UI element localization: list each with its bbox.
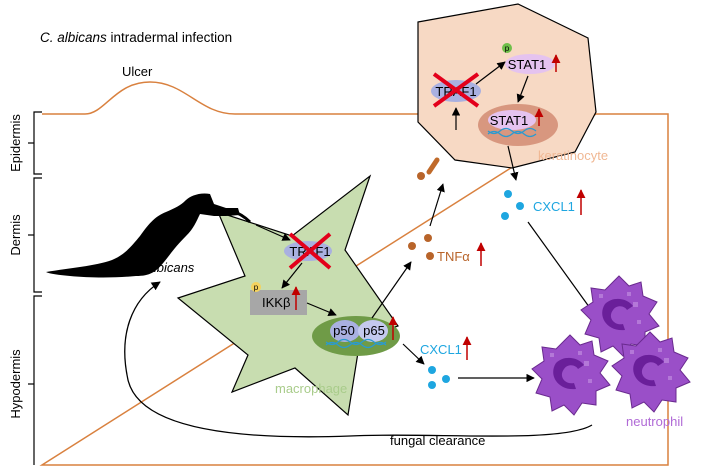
cxcl1-lower-dots [428,366,450,389]
macrophage-dna-icon [325,341,387,349]
neutrophil-cell-top [580,275,660,357]
svg-text:p: p [254,283,259,292]
tnf-receptor-icon [426,157,440,175]
stat1-nuclear-label: STAT1 [490,113,529,128]
arrow-tnf-to-keratinocyte [429,183,445,227]
stat1-nuclear-blob [488,110,536,130]
p50-blob [330,320,360,342]
keratinocyte-label: keratinocyte [538,148,608,163]
tnf-label: TNFα [437,249,470,264]
ulcer-label: Ulcer [122,64,153,79]
stat1-phospho-icon [502,43,512,53]
epidermis-bracket [33,111,42,175]
diagram-title: C. albicans intradermal infection [40,30,232,45]
arrow-stat1-to-nucleus [516,75,529,103]
svg-text:p: p [505,44,510,53]
candida-hyphae-icon [46,193,240,278]
cxcl1-upper-dots [501,190,524,220]
ikkb-label: IKKβ [262,295,290,310]
cxcl1-upper-label: CXCL1 [533,199,575,214]
p50-label: p50 [333,323,355,338]
macrophage-label: macrophage [275,381,347,396]
arrow-traf1-to-stat1 [475,61,506,85]
neutrophil-cell-left [531,334,611,416]
neutrophil-cluster [531,275,691,416]
arrow-traf1-to-ikkb [281,262,303,289]
skin-surface-outline [39,81,669,466]
dermis-label: Dermis [8,214,23,256]
tnf-dots [408,234,434,260]
neutrophil-label: neutrophil [626,414,683,429]
neutrophil-cell-right [611,331,691,413]
arrow-ikkb-to-nfkb [306,302,337,316]
candida-label: C. albicans [130,260,195,275]
ikkb-phospho-icon [251,282,261,292]
stat1-cytoplasm-label: STAT1 [508,57,547,72]
arrow-fungus-to-traf1 [255,224,291,241]
hypodermis-label: Hypodermis [8,349,23,419]
fungal-clearance-label: fungal clearance [390,433,485,448]
arrow-nucleus-to-cxcl1 [507,145,519,181]
epidermis-label: Epidermis [8,114,23,172]
keratinocyte-traf1-cross-icon [432,72,480,108]
p65-blob [358,320,388,342]
layer-brackets [28,111,42,465]
dermis-bracket [33,177,42,293]
hypodermis-bracket [33,295,42,465]
arrow-nfkb-to-cxcl1 [402,343,425,365]
macrophage-traf1-cross-icon [288,232,332,270]
arrow-nfkb-to-tnf [371,261,412,319]
cxcl1-lower-label: CXCL1 [420,342,462,357]
keratinocyte-dna-icon [487,130,537,138]
stat1-cytoplasm-blob [505,54,555,74]
fungal-clearance-arrow [124,281,593,438]
p65-label: p65 [363,323,385,338]
